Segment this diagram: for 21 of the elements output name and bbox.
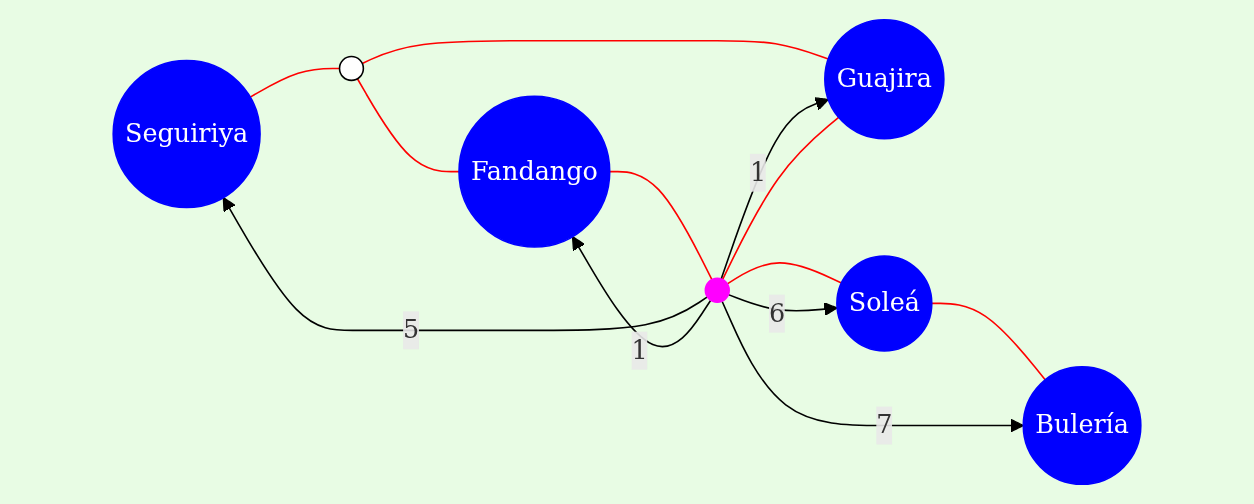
node-circle bbox=[704, 277, 730, 303]
node-circle: Bulería bbox=[1022, 365, 1142, 486]
node-circle: Fandango bbox=[458, 95, 611, 248]
arrow bbox=[571, 236, 712, 348]
connector bbox=[721, 116, 840, 281]
connector bbox=[356, 77, 460, 173]
node-circle bbox=[338, 55, 365, 82]
edge-label: 7 bbox=[876, 409, 893, 440]
connector bbox=[726, 262, 843, 285]
arrow bbox=[721, 300, 1024, 433]
arrow bbox=[222, 196, 709, 332]
edge-label: 5 bbox=[403, 314, 420, 345]
edge-label: 6 bbox=[768, 297, 786, 328]
connector bbox=[931, 302, 1046, 381]
edge-label: 1 bbox=[631, 334, 648, 365]
node-circle: Guajira bbox=[824, 18, 945, 140]
arrow bbox=[720, 97, 829, 280]
edge-label: 1 bbox=[749, 156, 767, 188]
node-circle: Soleá bbox=[836, 255, 933, 352]
node-circle: Seguiriya bbox=[112, 59, 261, 209]
connector bbox=[361, 39, 830, 65]
